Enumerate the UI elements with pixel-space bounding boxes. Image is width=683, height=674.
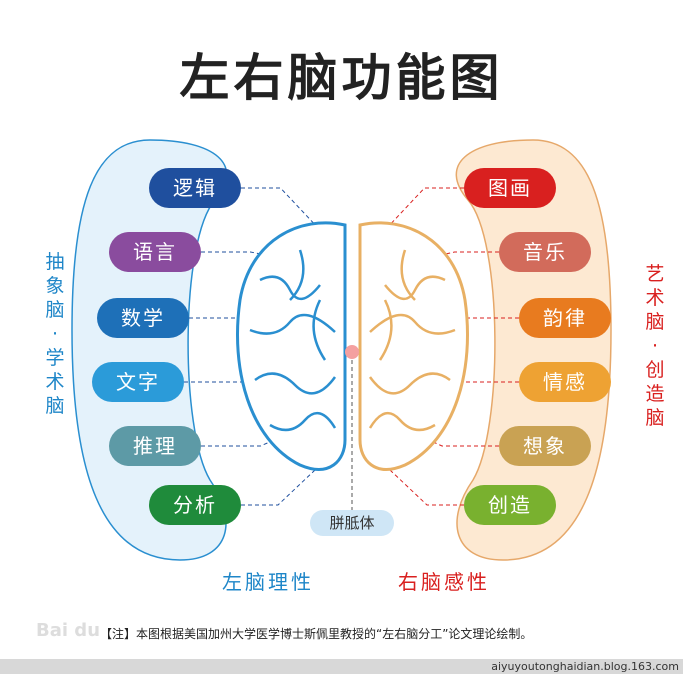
side-label-char: 艺: [645, 263, 665, 285]
footnote: 【注】本图根据美国加州大学医学博士斯佩里教授的“左右脑分工”论文理论绘制。: [100, 627, 533, 641]
left-function-pill: 分析: [149, 485, 241, 525]
right-function-pill: 情感: [519, 362, 611, 402]
left-brain-folds: [249, 249, 337, 432]
right-connector-line: [384, 187, 464, 231]
left-function-pill: 逻辑: [149, 168, 241, 208]
side-label-char: 术: [645, 287, 665, 309]
corpus-callosum-dot: [345, 345, 359, 359]
right-connector-line: [389, 469, 464, 506]
left-function-pill: 语言: [109, 232, 201, 272]
right-caption: 右脑感性: [398, 570, 490, 594]
right-function-pill: 图画: [464, 168, 556, 208]
right-function-pill: 音乐: [499, 232, 591, 272]
side-label-char: 脑: [645, 311, 665, 333]
right-connector-line: [409, 251, 499, 263]
side-label-char: 学: [45, 347, 65, 369]
left-connector-line: [241, 469, 316, 506]
side-label-char: 造: [645, 383, 665, 405]
footer-bar: aiyuyoutonghaidian.blog.163.com: [0, 659, 683, 674]
left-function-pill: 数学: [97, 298, 189, 338]
side-label-char: 创: [645, 359, 665, 381]
side-label-char: ·: [651, 335, 659, 357]
right-brain-folds: [368, 249, 456, 432]
side-label-char: 脑: [645, 407, 665, 429]
page-title: 左右脑功能图: [179, 49, 504, 107]
corpus-callosum-label: 胼胝体: [310, 510, 394, 536]
side-label-char: 象: [45, 275, 65, 297]
right-function-pill: 韵律: [519, 298, 611, 338]
right-function-pill: 创造: [464, 485, 556, 525]
left-brain: [236, 221, 347, 471]
side-label-char: 脑: [45, 395, 65, 417]
left-function-pill: 推理: [109, 426, 201, 466]
watermark-logo: Bai du: [36, 620, 101, 641]
source-url: aiyuyoutonghaidian.blog.163.com: [491, 660, 679, 673]
right-function-pill: 想象: [499, 426, 591, 466]
left-side-label: 抽象脑·学术脑: [43, 250, 67, 418]
side-label-char: ·: [51, 323, 59, 345]
right-brain: [358, 221, 469, 471]
left-connector-line: [201, 419, 321, 447]
right-side-label: 艺术脑·创造脑: [643, 262, 667, 430]
side-label-char: 脑: [45, 299, 65, 321]
left-connector-line: [201, 251, 301, 263]
left-caption: 左脑理性: [222, 570, 314, 594]
side-label-char: 抽: [45, 251, 65, 273]
left-function-pill: 文字: [92, 362, 184, 402]
left-connector-line: [241, 187, 321, 231]
side-label-char: 术: [45, 371, 65, 393]
